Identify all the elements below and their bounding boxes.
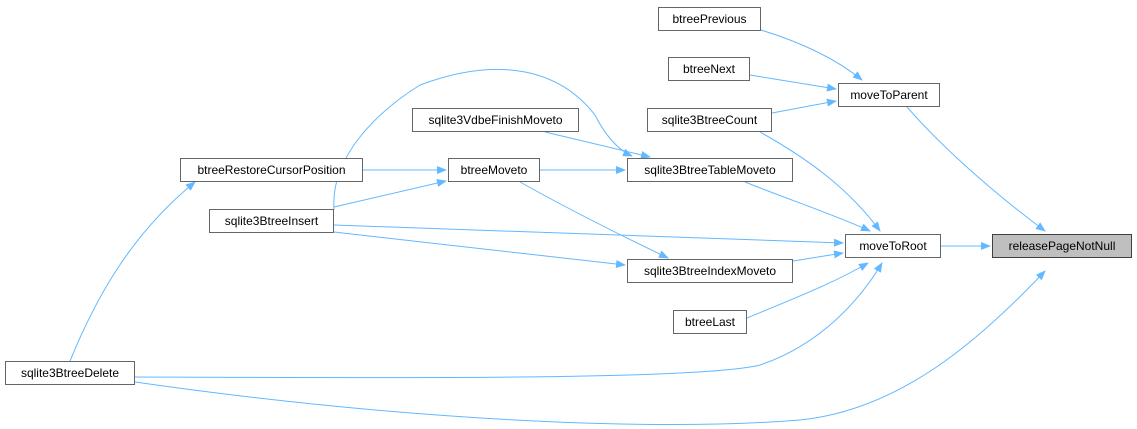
node-sqlite3BtreeCount[interactable]: sqlite3BtreeCount <box>647 108 772 132</box>
edge-sqlite3BtreeCount-to-moveToParent <box>771 98 837 114</box>
node-sqlite3BtreeInsert[interactable]: sqlite3BtreeInsert <box>209 209 334 233</box>
edge-btreeLast-to-moveToRoot <box>746 262 869 319</box>
node-btreeLast[interactable]: btreeLast <box>673 310 747 334</box>
edge-sqlite3BtreeDelete-to-releasePageNotNull <box>134 270 1046 425</box>
edge-sqlite3BtreeInsert-to-btreeMoveto <box>333 179 447 208</box>
edge-sqlite3BtreeInsert-to-sqlite3BtreeIndexMoveto <box>333 231 626 268</box>
edge-sqlite3BtreeIndexMoveto-to-moveToRoot <box>792 250 844 262</box>
node-sqlite3VdbeFinishMoveto[interactable]: sqlite3VdbeFinishMoveto <box>412 108 579 132</box>
node-sqlite3BtreeTableMoveto[interactable]: sqlite3BtreeTableMoveto <box>627 158 793 182</box>
node-moveToRoot[interactable]: moveToRoot <box>845 234 941 258</box>
node-btreeMoveto[interactable]: btreeMoveto <box>448 158 540 182</box>
edge-sqlite3BtreeInsert-to-sqlite3BtreeTableMoveto <box>333 68 633 211</box>
node-sqlite3BtreeDelete[interactable]: sqlite3BtreeDelete <box>5 361 135 385</box>
edge-sqlite3BtreeCount-to-moveToRoot <box>759 131 881 232</box>
edge-sqlite3BtreeDelete-to-moveToRoot <box>134 262 883 379</box>
edge-sqlite3BtreeInsert-to-moveToRoot <box>333 224 844 247</box>
node-btreeRestoreCursorPosition[interactable]: btreeRestoreCursorPosition <box>180 158 363 182</box>
edge-moveToParent-to-releasePageNotNull <box>906 106 1046 232</box>
edge-btreeNext-to-moveToParent <box>749 74 837 92</box>
node-sqlite3BtreeIndexMoveto[interactable]: sqlite3BtreeIndexMoveto <box>627 259 793 283</box>
edges <box>69 29 1046 425</box>
edge-btreeMoveto-to-sqlite3BtreeIndexMoveto <box>519 181 669 259</box>
node-btreePrevious[interactable]: btreePrevious <box>658 7 761 31</box>
edge-sqlite3BtreeDelete-to-btreeRestoreCursorPosition <box>69 181 196 362</box>
edge-sqlite3BtreeTableMoveto-to-moveToRoot <box>744 181 871 232</box>
node-moveToParent[interactable]: moveToParent <box>838 83 940 107</box>
node-releasePageNotNull: releasePageNotNull <box>992 234 1132 258</box>
edge-sqlite3VdbeFinishMoveto-to-sqlite3BtreeTableMoveto <box>544 131 651 159</box>
node-btreeNext[interactable]: btreeNext <box>668 57 750 81</box>
edge-btreePrevious-to-moveToParent <box>760 29 863 81</box>
